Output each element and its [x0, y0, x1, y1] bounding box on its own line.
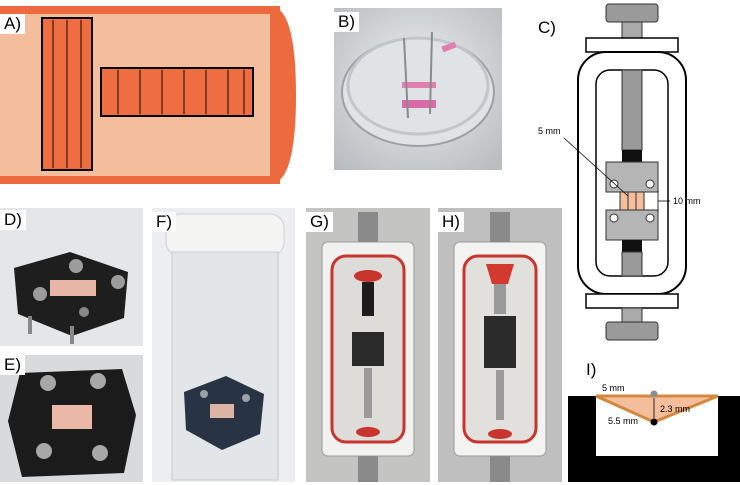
panel-h: H)	[438, 208, 562, 482]
panel-label-d: D)	[0, 210, 26, 230]
dim-2-3mm-i: 2.3 mm	[660, 404, 690, 414]
dim-10mm-c: 10 mm	[673, 196, 701, 206]
panel-d: D)	[0, 208, 143, 346]
incision-schematic: 5 mm 2.3 mm 5.5 mm	[568, 360, 740, 482]
bioreactor-photo-g	[306, 208, 430, 482]
clamp-photo-e	[0, 355, 143, 482]
panel-a-schematic	[0, 6, 296, 184]
panel-b: B)	[334, 8, 502, 170]
dim-5mm-c: 5 mm	[538, 126, 561, 136]
horizontal-strip	[100, 67, 254, 117]
panel-label-e: E)	[0, 355, 25, 375]
clamp-schematic: 5 mm 10 mm	[538, 3, 701, 341]
petri-dish-photo	[334, 8, 502, 170]
panel-c: 5 mm 10 mm C)	[520, 0, 740, 345]
container-photo	[152, 208, 295, 482]
panel-g: G)	[306, 208, 430, 482]
panel-a: A)	[0, 0, 300, 190]
panel-label-f: F)	[152, 212, 177, 232]
panel-i: 5 mm 2.3 mm 5.5 mm I)	[568, 360, 740, 482]
panel-e: E)	[0, 355, 143, 482]
dim-5-5mm-i: 5.5 mm	[608, 416, 638, 426]
panel-label-i: I)	[582, 360, 601, 380]
panel-label-a: A)	[0, 14, 25, 34]
panel-label-g: G)	[306, 212, 333, 232]
panel-label-c: C)	[534, 18, 560, 38]
panel-f: F)	[152, 208, 295, 482]
panel-label-h: H)	[438, 212, 464, 232]
bioreactor-photo-h	[438, 208, 562, 482]
panel-label-b: B)	[334, 12, 359, 32]
clamp-photo-d	[0, 208, 143, 346]
vertical-strip	[41, 17, 93, 171]
dim-5mm-i: 5 mm	[602, 383, 625, 393]
